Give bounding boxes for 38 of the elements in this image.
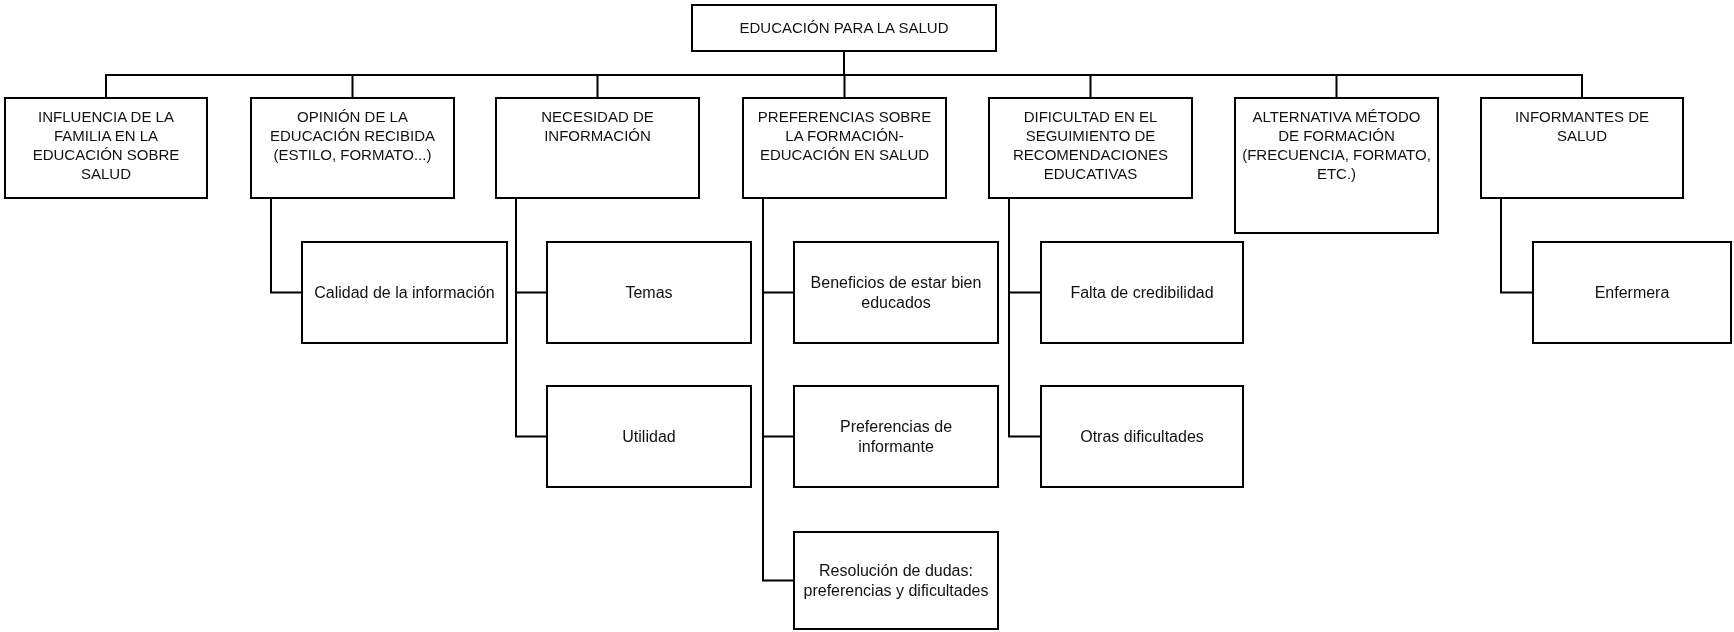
connector-line bbox=[270, 198, 302, 294]
root-box bbox=[691, 4, 997, 52]
box-text: OPINIÓN DE LA EDUCACIÓN RECIBIDA (ESTILO, FORMATO...) bbox=[269, 107, 436, 164]
subcategory-box bbox=[546, 241, 752, 344]
box-text: PREFERENCIAS SOBRE LA FORMACIÓN-EDUCACIÓN EN SALUD bbox=[756, 107, 933, 164]
box-text: INFORMANTES DE SALUD bbox=[1513, 107, 1651, 145]
subcategory-box bbox=[1040, 241, 1244, 344]
box-text: Otras dificultades bbox=[1080, 426, 1204, 447]
box-text: Utilidad bbox=[622, 426, 676, 447]
subcategory-box bbox=[546, 385, 752, 488]
category-box bbox=[1480, 97, 1684, 199]
connector-line bbox=[515, 198, 547, 438]
box-text: Temas bbox=[625, 282, 673, 303]
box-text: ALTERNATIVA MÉTODO DE FORMACIÓN (FRECUENCIA, FORMATO, ETC.) bbox=[1242, 107, 1431, 183]
box-text: DIFICULTAD EN EL SEGUIMIENTO DE RECOMENDACIONES EDUCATIVAS bbox=[1012, 107, 1169, 183]
category-box bbox=[250, 97, 455, 199]
category-box bbox=[742, 97, 947, 199]
box-text: INFLUENCIA DE LA FAMILIA EN LA EDUCACIÓN SOBRE SALUD bbox=[31, 107, 181, 183]
connector-line bbox=[1008, 198, 1041, 438]
box-text: EDUCACIÓN PARA LA SALUD bbox=[739, 18, 949, 38]
box-text: NECESIDAD DE INFORMACIÓN bbox=[540, 107, 655, 145]
category-box bbox=[495, 97, 700, 199]
subcategory-box bbox=[1040, 385, 1244, 488]
connector-line bbox=[1500, 198, 1533, 294]
box-text: Falta de credibilidad bbox=[1070, 282, 1214, 303]
box-text: Preferencias de informante bbox=[838, 416, 954, 457]
box-text: Enfermera bbox=[1594, 282, 1670, 303]
box-text: Beneficios de estar bien educados bbox=[809, 272, 983, 313]
category-box bbox=[4, 97, 208, 199]
box-text: Resolución de dudas: preferencias y dificultades bbox=[802, 560, 990, 601]
category-box bbox=[1234, 97, 1439, 234]
category-box bbox=[988, 97, 1193, 199]
subcategory-box bbox=[301, 241, 508, 344]
subcategory-box bbox=[793, 241, 999, 344]
subcategory-box bbox=[793, 531, 999, 630]
subcategory-box bbox=[1532, 241, 1732, 344]
subcategory-box bbox=[793, 385, 999, 488]
box-text: Calidad de la información bbox=[314, 282, 495, 303]
